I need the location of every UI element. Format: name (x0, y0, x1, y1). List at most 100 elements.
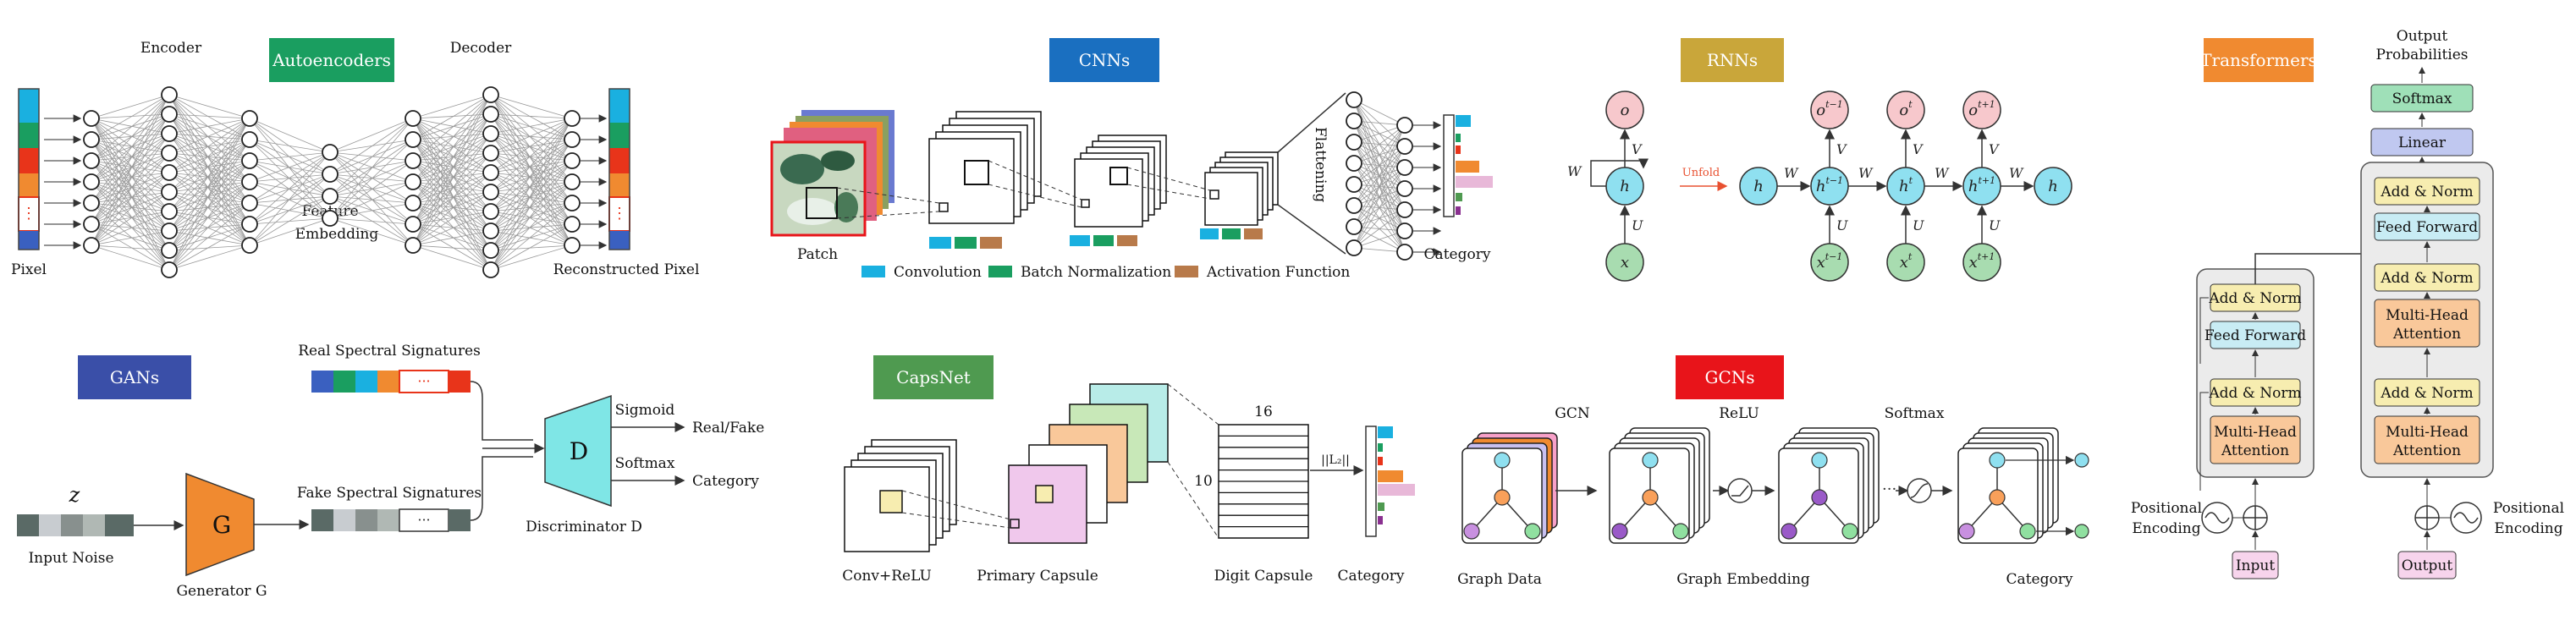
gcn-ellipsis: ··· (1882, 480, 1896, 498)
ae-connection (490, 202, 573, 271)
ae-neuron (482, 184, 499, 200)
ae-connection (91, 160, 170, 193)
patch-image-stack (770, 110, 894, 237)
autoencoder-network (44, 86, 608, 278)
ae-connection (490, 191, 573, 246)
relu-curve (1731, 485, 1749, 497)
ae-connection (168, 191, 250, 246)
ae-neuron (564, 110, 581, 127)
fc-connection (1353, 120, 1406, 126)
ae-connection (329, 195, 414, 225)
ae-connection (412, 139, 492, 232)
pos-encoding-right-2: Encoding (2494, 520, 2562, 537)
output-label: Output (2402, 557, 2453, 574)
capsnet-category-bars (1365, 426, 1415, 537)
rnn-node-math: x (1621, 254, 1629, 272)
softmax-label: Softmax (2392, 91, 2452, 107)
gcns-panel: GCNs ··· GCN ReLU Softmax Graph Data Gra… (1457, 355, 2089, 588)
ae-connection (91, 152, 170, 246)
ae-connection (412, 160, 492, 271)
ae-connection (91, 202, 170, 251)
ae-connection (168, 139, 250, 251)
ae-connection (91, 181, 170, 251)
ae-connection (412, 118, 492, 212)
ae-neuron (83, 131, 100, 148)
rnn-node-superscript: t (1908, 99, 1913, 110)
ae-connection (329, 151, 414, 162)
ae-connection (329, 118, 414, 153)
ae-neuron (405, 131, 421, 148)
ae-connection (168, 181, 250, 271)
fc-neuron (1396, 117, 1413, 134)
ae-connection (91, 118, 170, 173)
ae-connection (329, 181, 414, 219)
ae-connection (412, 202, 492, 251)
ae-connection (329, 160, 414, 219)
output-probabilities-2: Probabilities (2375, 47, 2468, 63)
ae-connection (168, 160, 250, 212)
fc-neuron (1396, 159, 1413, 176)
ae-connection (412, 160, 492, 193)
ae-connection (168, 139, 250, 173)
decoder-cross-mha-label-2: Attention (2392, 326, 2461, 343)
ae-connection (490, 94, 573, 140)
ae-connection (91, 139, 170, 154)
ae-connection (490, 223, 573, 271)
ae-connection (91, 172, 170, 225)
reconstructed-pixel-label: Reconstructed Pixel (553, 261, 700, 278)
ae-connection (168, 172, 250, 246)
ae-connection (490, 160, 573, 193)
ae-connection (490, 181, 573, 251)
patch-label: Patch (797, 246, 838, 263)
ae-connection (490, 113, 573, 246)
ae-connection (168, 172, 250, 183)
rnns-badge-label: RNNs (1707, 50, 1758, 70)
ae-connection (91, 118, 170, 135)
discriminator-label: Discriminator D (526, 519, 642, 535)
fc-neuron (1346, 218, 1362, 235)
ae-connection (249, 118, 331, 197)
svg-text:⋮: ⋮ (21, 205, 36, 222)
ae-connection (249, 151, 331, 246)
rnn-node-math: o (1621, 102, 1630, 119)
ae-connection (490, 118, 573, 193)
svg-text:⋮: ⋮ (612, 205, 627, 222)
ae-neuron (241, 131, 258, 148)
ae-neuron (564, 173, 581, 190)
ae-neuron (83, 110, 100, 127)
ae-neuron (482, 164, 499, 181)
ae-connection (490, 244, 573, 271)
ae-connection (329, 217, 414, 246)
fc-neuron (1396, 222, 1413, 239)
fake-signatures-label: Fake Spectral Signatures (297, 485, 482, 502)
decoder-cross-mha (2374, 299, 2480, 348)
fc-connection (1353, 124, 1406, 185)
ae-connection (168, 160, 250, 251)
ae-connection (329, 173, 414, 183)
ae-connection (168, 181, 250, 232)
ae-connection (412, 160, 492, 232)
ae-connection (412, 94, 492, 204)
ae-connection (412, 118, 492, 173)
ae-connection (168, 118, 250, 173)
decoder-add-norm-mid-label: Add & Norm (2380, 270, 2473, 287)
ae-connection (490, 113, 573, 140)
ae-connection (490, 152, 573, 183)
ae-connection (168, 211, 250, 246)
legend-activation-swatch (1175, 266, 1198, 277)
conv-stack-3 (1204, 151, 1279, 226)
ae-connection (91, 113, 170, 162)
real-signature-bar: ··· (311, 370, 471, 393)
ae-connection (91, 181, 170, 271)
ae-connection (168, 139, 250, 271)
graph-data-label: Graph Data (1457, 571, 1542, 588)
legend-batchnorm-swatch (988, 266, 1012, 277)
ae-connection (490, 118, 573, 251)
ae-connection (91, 202, 170, 271)
ae-connection (412, 172, 492, 204)
encoder-add-norm (2210, 378, 2301, 407)
ae-neuron (482, 261, 499, 278)
relu-icon (1727, 478, 1753, 503)
ae-connection (412, 94, 492, 246)
ae-connection (249, 151, 331, 183)
